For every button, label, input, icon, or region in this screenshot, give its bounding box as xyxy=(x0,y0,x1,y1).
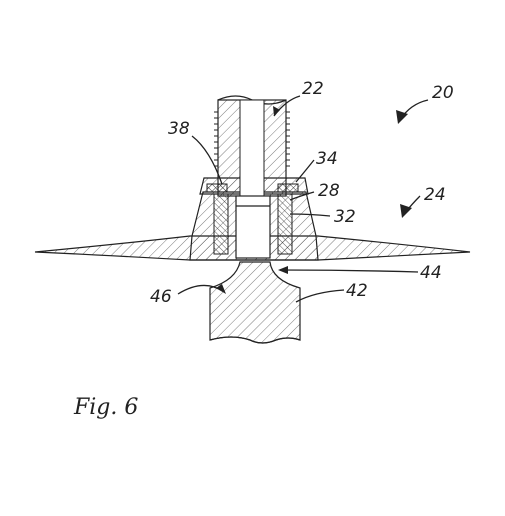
label-32: 32 xyxy=(334,207,356,227)
leader-lines xyxy=(177,95,429,303)
label-44: 44 xyxy=(420,263,442,283)
label-46: 46 xyxy=(150,287,172,307)
label-38: 38 xyxy=(168,119,190,139)
center-pin xyxy=(235,195,271,259)
bushing-left xyxy=(213,193,229,255)
label-28: 28 xyxy=(318,181,340,201)
shaft-bore xyxy=(239,99,265,201)
seal-left xyxy=(206,183,228,193)
bushing-right xyxy=(277,193,293,255)
label-22: 22 xyxy=(302,79,324,99)
label-24: 24 xyxy=(424,185,446,205)
thread-marks xyxy=(214,111,290,167)
label-42: 42 xyxy=(346,281,368,301)
seal-right xyxy=(277,183,299,193)
drive-break-line xyxy=(209,336,301,344)
drive-part xyxy=(209,261,301,344)
label-34: 34 xyxy=(316,149,338,169)
label-20: 20 xyxy=(432,83,454,103)
figure-caption: Fig. 6 xyxy=(73,395,138,420)
